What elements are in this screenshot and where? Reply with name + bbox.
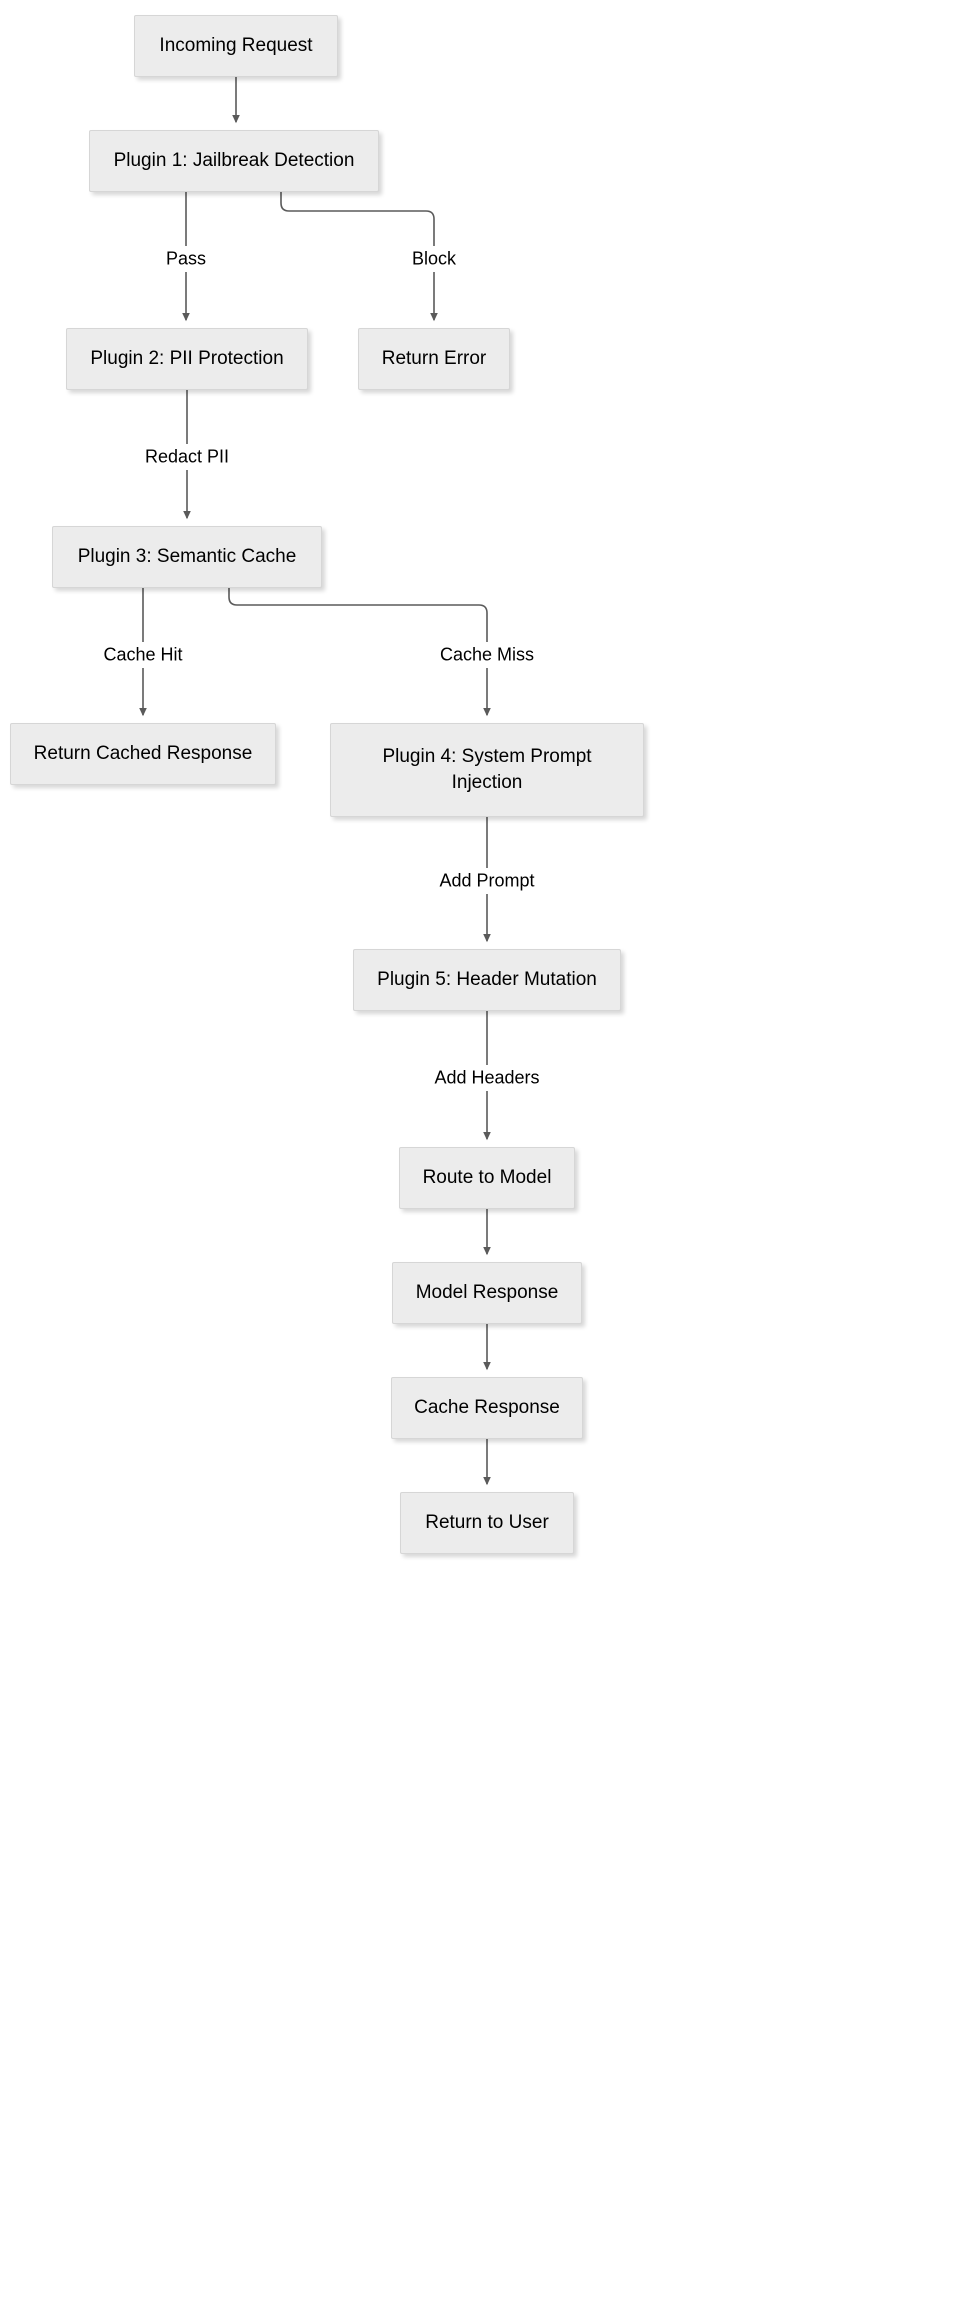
node-return-to-user[interactable]: Return to User [400,1492,574,1554]
node-label: Plugin 5: Header Mutation [377,969,597,991]
node-label: Plugin 4: System Prompt Injection [382,746,592,793]
node-plugin1-jailbreak-detection[interactable]: Plugin 1: Jailbreak Detection [89,130,379,192]
edge-label-add-prompt: Add Prompt [436,870,538,892]
edge-plugin1-to-return-error-block-upper [280,192,435,246]
node-label: Incoming Request [159,35,313,57]
edge-label-pass: Pass [162,248,210,270]
node-label: Plugin 1: Jailbreak Detection [113,150,355,172]
edge-label-add-headers: Add Headers [431,1067,543,1089]
node-label: Return Error [381,348,487,370]
node-label: Return Cached Response [33,743,253,765]
node-label: Plugin 2: PII Protection [90,348,284,370]
node-cache-response[interactable]: Cache Response [391,1377,583,1439]
node-route-to-model[interactable]: Route to Model [399,1147,575,1209]
edge-label-cache-hit: Cache Hit [100,644,186,666]
edge-label-redact-pii: Redact PII [141,446,233,468]
node-plugin3-semantic-cache[interactable]: Plugin 3: Semantic Cache [52,526,322,588]
node-plugin2-pii-protection[interactable]: Plugin 2: PII Protection [66,328,308,390]
node-plugin4-system-prompt-injection[interactable]: Plugin 4: System Prompt Injection [330,723,644,817]
node-label: Model Response [415,1282,559,1304]
node-label: Route to Model [422,1167,552,1189]
node-return-error[interactable]: Return Error [358,328,510,390]
edge-plugin3-to-plugin4-upper [228,588,488,642]
node-plugin5-header-mutation[interactable]: Plugin 5: Header Mutation [353,949,621,1011]
node-return-cached-response[interactable]: Return Cached Response [10,723,276,785]
edge-label-block: Block [408,248,460,270]
edge-label-cache-miss: Cache Miss [436,644,538,666]
node-incoming-request[interactable]: Incoming Request [134,15,338,77]
node-label: Plugin 3: Semantic Cache [77,546,297,568]
node-label: Return to User [425,1512,549,1534]
node-model-response[interactable]: Model Response [392,1262,582,1324]
node-label: Cache Response [414,1397,560,1419]
